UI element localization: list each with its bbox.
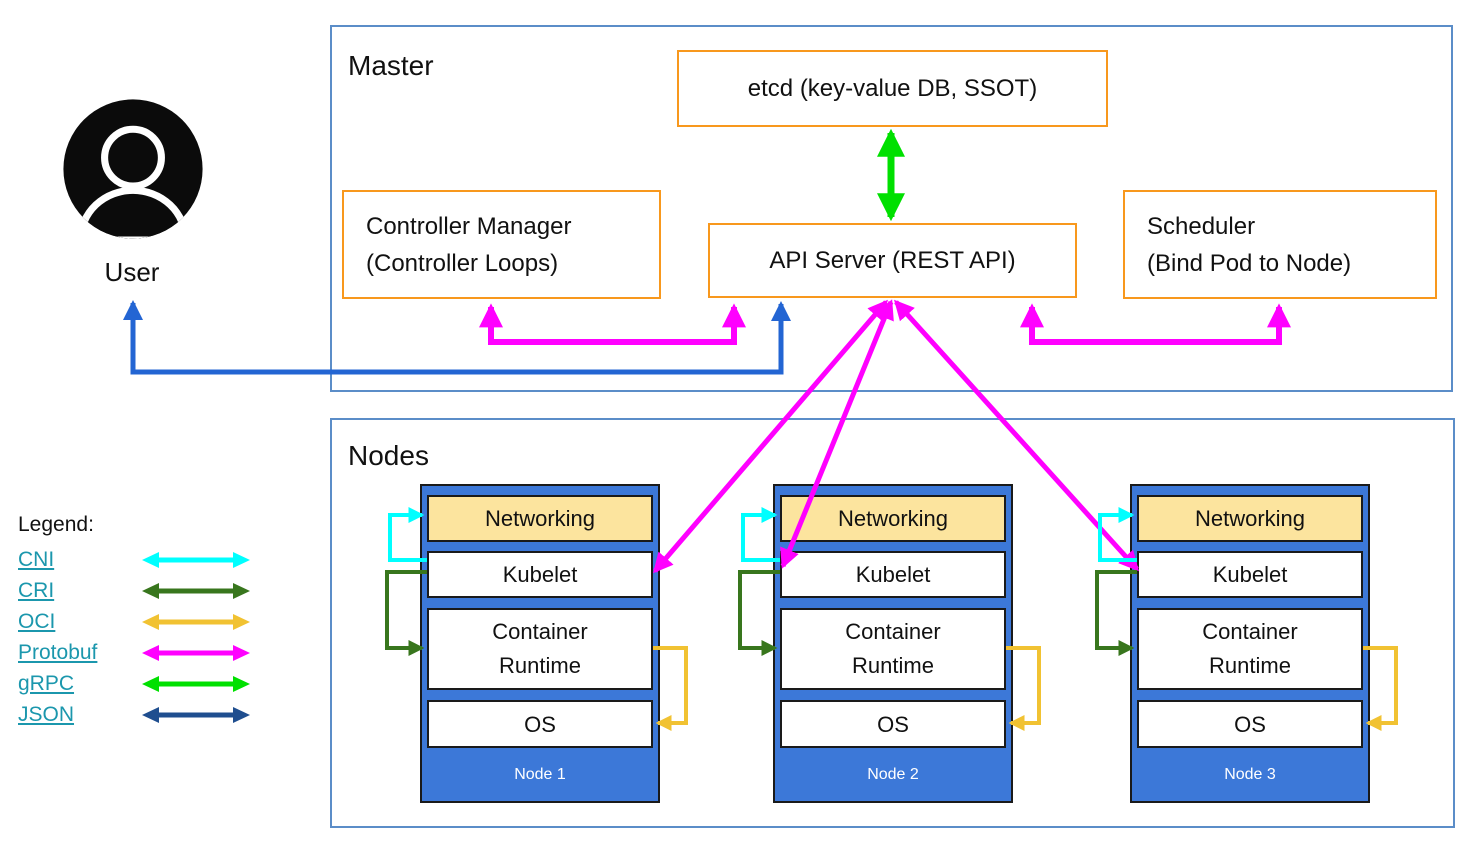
node-3-runtime-line1: Container	[1202, 618, 1298, 644]
legend-row-cni: CNI	[18, 544, 268, 575]
node-2-runtime-line2: Runtime	[852, 653, 934, 678]
user-icon	[63, 99, 203, 239]
node-1-name: Node 1	[514, 766, 566, 783]
node-2-name: Node 2	[867, 766, 919, 783]
legend: Legend: CNI CRI OCI	[18, 513, 268, 730]
node-3-runtime-line2: Runtime	[1209, 653, 1291, 678]
grpc-arrow-icon	[142, 675, 250, 692]
node-1-runtime-line1: Container	[492, 618, 588, 644]
node-3-runtime-layer: Container Runtime	[1137, 608, 1363, 690]
legend-row-oci: OCI	[18, 606, 268, 637]
legend-link-json[interactable]: JSON	[18, 702, 75, 726]
legend-link-oci[interactable]: OCI	[18, 609, 56, 633]
node-1-os-layer: OS	[427, 700, 653, 748]
controller-manager-line1: Controller Manager	[366, 212, 572, 240]
cni-arrow-icon	[142, 551, 250, 568]
protobuf-arrow-icon	[142, 644, 250, 661]
legend-link-protobuf[interactable]: Protobuf	[18, 640, 98, 664]
legend-title: Legend:	[18, 513, 94, 536]
scheduler-line1: Scheduler	[1147, 212, 1256, 240]
json-arrow-icon	[142, 706, 250, 723]
controller-manager-box: Controller Manager (Controller Loops)	[342, 190, 661, 299]
user-label: User	[104, 257, 160, 287]
etcd-box: etcd (key-value DB, SSOT)	[677, 50, 1108, 127]
api-server-box: API Server (REST API)	[708, 223, 1077, 298]
node-2-runtime-line1: Container	[845, 618, 941, 644]
node-2: Networking Kubelet Container Runtime OS …	[773, 484, 1013, 803]
legend-link-cri[interactable]: CRI	[18, 578, 55, 602]
etcd-label: etcd (key-value DB, SSOT)	[747, 74, 1038, 102]
node-1-networking-layer: Networking	[427, 495, 653, 542]
legend-link-cni[interactable]: CNI	[18, 547, 55, 571]
node-1: Networking Kubelet Container Runtime OS …	[420, 484, 660, 803]
scheduler-box: Scheduler (Bind Pod to Node)	[1123, 190, 1437, 299]
node-3-kubelet-layer: Kubelet	[1137, 551, 1363, 598]
controller-manager-line2: (Controller Loops)	[366, 249, 559, 277]
legend-row-grpc: gRPC	[18, 668, 268, 699]
node-2-runtime-layer: Container Runtime	[780, 608, 1006, 690]
node-2-os-layer: OS	[780, 700, 1006, 748]
node-1-runtime-layer: Container Runtime	[427, 608, 653, 690]
api-server-label: API Server (REST API)	[769, 246, 1016, 274]
node-3: Networking Kubelet Container Runtime OS …	[1130, 484, 1370, 803]
legend-link-grpc[interactable]: gRPC	[18, 671, 75, 695]
nodes-section-title: Nodes	[348, 440, 429, 471]
oci-arrow-icon	[142, 613, 250, 630]
master-section-title: Master	[348, 50, 434, 81]
scheduler-line2: (Bind Pod to Node)	[1147, 249, 1352, 277]
node-3-networking-layer: Networking	[1137, 495, 1363, 542]
node-3-name: Node 3	[1224, 766, 1276, 783]
node-2-networking-layer: Networking	[780, 495, 1006, 542]
cri-arrow-icon	[142, 582, 250, 599]
node-3-os-layer: OS	[1137, 700, 1363, 748]
legend-row-json: JSON	[18, 699, 268, 730]
legend-row-protobuf: Protobuf	[18, 637, 268, 668]
node-1-kubelet-layer: Kubelet	[427, 551, 653, 598]
node-2-kubelet-layer: Kubelet	[780, 551, 1006, 598]
node-1-runtime-line2: Runtime	[499, 653, 581, 678]
legend-row-cri: CRI	[18, 575, 268, 606]
